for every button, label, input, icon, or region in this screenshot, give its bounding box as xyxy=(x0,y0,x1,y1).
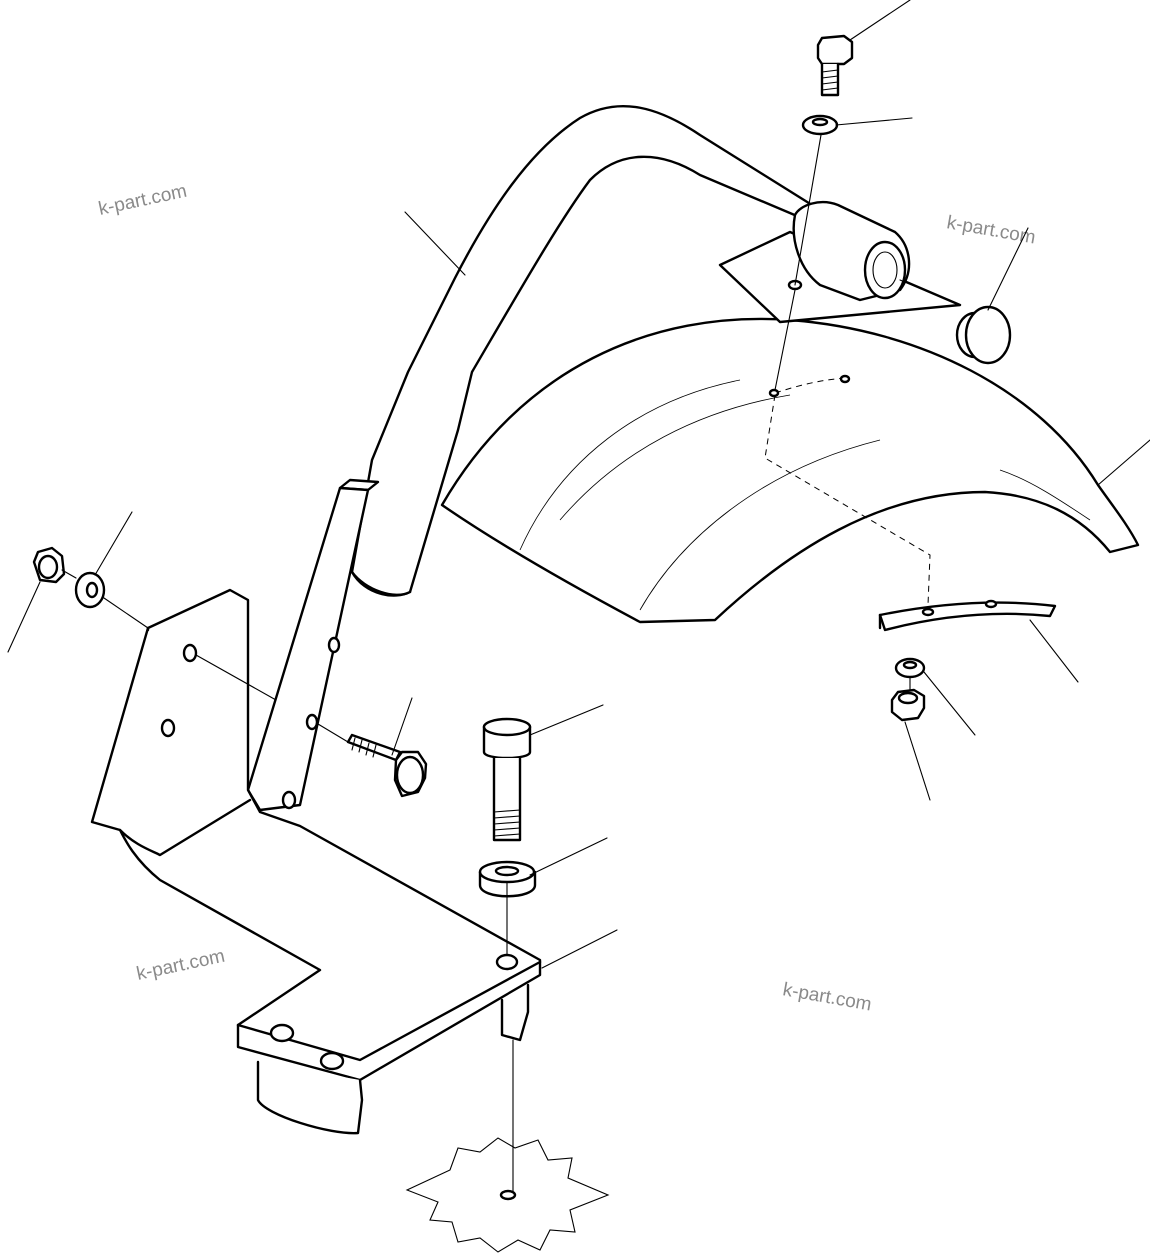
handle-arm xyxy=(350,104,832,597)
watermark-text: k-part.com xyxy=(945,212,1037,248)
fender-nut xyxy=(890,688,926,722)
floor-reference-mark xyxy=(405,1137,610,1253)
middle-bolt xyxy=(346,733,428,798)
leader-lines xyxy=(7,0,1150,969)
cap-plug xyxy=(955,305,1012,365)
support-bracket xyxy=(90,588,542,1135)
watermark-text: k-part.com xyxy=(781,979,873,1015)
watermark-text: k-part.com xyxy=(97,181,189,220)
assembly-lines xyxy=(61,134,961,1196)
pivot-sleeve xyxy=(718,201,962,324)
top-washer xyxy=(801,114,839,136)
fender-bracket-plate xyxy=(878,599,1057,632)
fender-washer xyxy=(894,657,926,679)
side-nut xyxy=(32,546,66,584)
side-washer xyxy=(74,571,106,609)
large-bolt xyxy=(482,717,532,842)
upright-plate xyxy=(246,478,380,812)
watermark-text: k-part.com xyxy=(135,946,227,985)
top-bolt xyxy=(816,34,854,97)
fender xyxy=(440,317,1140,624)
